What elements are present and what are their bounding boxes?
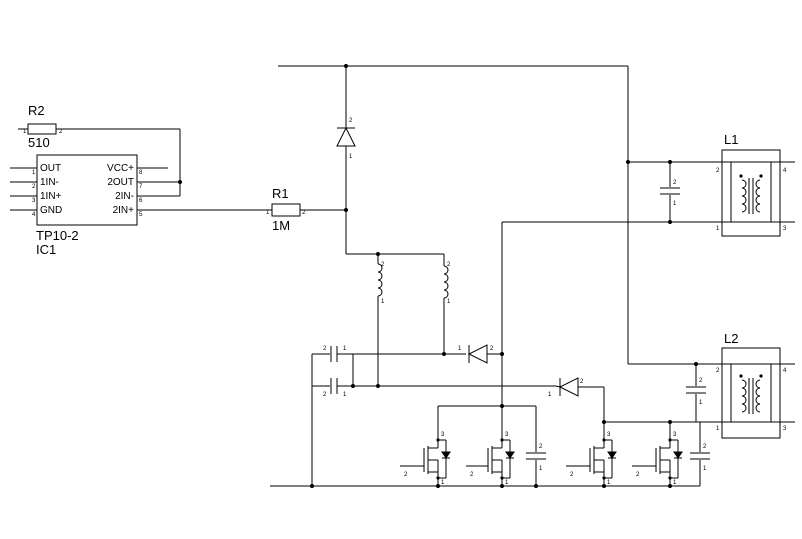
pin-num: 2 bbox=[699, 378, 703, 384]
pin-num: 2 bbox=[539, 444, 543, 450]
pin-num: 2 bbox=[570, 472, 574, 478]
r2-pin-num: 1 bbox=[23, 129, 27, 135]
ic1-pin-num: 7 bbox=[139, 184, 143, 190]
r2-value: 510 bbox=[28, 135, 50, 150]
pin-num: 2 bbox=[447, 262, 451, 268]
ic1: OUT 1IN- 1IN+ GND VCC+ 2OUT 2IN- 2IN+ 1 … bbox=[10, 154, 168, 257]
pin-num: 2 bbox=[716, 168, 720, 174]
pin-num: 1 bbox=[343, 346, 347, 352]
ic1-pin-2out: 2OUT bbox=[107, 177, 134, 188]
ic1-pin-1in-plus: 1IN+ bbox=[40, 191, 62, 202]
r2-body bbox=[27, 123, 57, 135]
pin-num: 1 bbox=[349, 154, 353, 160]
diode-middle: 1 2 bbox=[458, 344, 502, 364]
pin-num: 1 bbox=[716, 226, 720, 232]
inductor-left: 2 1 bbox=[377, 254, 385, 386]
pin-num: 4 bbox=[783, 168, 787, 174]
pin-num: 2 bbox=[703, 444, 707, 450]
mosfet-q3: 3 2 1 bbox=[566, 432, 617, 486]
capacitor-mid: 2 1 bbox=[502, 405, 546, 486]
pin-num: 1 bbox=[716, 426, 720, 432]
l1-frame bbox=[721, 149, 781, 237]
pin-num: 1 bbox=[447, 299, 451, 305]
ic1-pin-num: 1 bbox=[32, 170, 36, 176]
capacitor-lower-left: 2 1 bbox=[323, 378, 347, 398]
pin-num: 2 bbox=[580, 379, 584, 385]
ic1-value: TP10-2 bbox=[36, 228, 79, 243]
pin-num: 1 bbox=[343, 392, 347, 398]
pin-num: 1 bbox=[458, 346, 462, 352]
mosfet-q1: 3 2 1 bbox=[400, 432, 451, 486]
ic1-pin-out: OUT bbox=[40, 163, 61, 174]
pin-num: 2 bbox=[673, 180, 677, 186]
pin-num: 1 bbox=[539, 466, 543, 472]
pin-num: 1 bbox=[673, 201, 677, 207]
pin-num: 2 bbox=[323, 346, 327, 352]
pin-num: 2 bbox=[636, 472, 640, 478]
r2-ref: R2 bbox=[28, 103, 45, 118]
pin-num: 1 bbox=[548, 392, 552, 398]
pin-num: 3 bbox=[441, 432, 445, 438]
resistor-r1: R1 1M 1 2 bbox=[266, 186, 306, 233]
ic1-pin-num: 6 bbox=[139, 198, 143, 204]
ic1-pin-num: 8 bbox=[139, 170, 143, 176]
pin-num: 2 bbox=[323, 392, 327, 398]
ic1-pin-gnd: GND bbox=[40, 205, 62, 216]
r1-value: 1M bbox=[272, 218, 290, 233]
ic1-pin-num: 2 bbox=[32, 184, 36, 190]
ic1-ref: IC1 bbox=[36, 242, 56, 257]
ic1-pin-num: 5 bbox=[139, 212, 143, 218]
ic1-pin-1in-minus: 1IN- bbox=[40, 177, 59, 188]
l1-ref: L1 bbox=[724, 132, 738, 147]
pin-num: 3 bbox=[783, 426, 787, 432]
pin-num: 1 bbox=[673, 480, 677, 486]
capacitor-l2: 2 1 bbox=[686, 364, 706, 422]
pin-num: 1 bbox=[381, 299, 385, 305]
ic1-pin-vcc: VCC+ bbox=[107, 163, 134, 174]
pin-num: 1 bbox=[607, 480, 611, 486]
diode-right: 1 2 bbox=[548, 377, 604, 398]
r1-body bbox=[271, 203, 301, 217]
r1-pin-num: 1 bbox=[266, 210, 270, 216]
ic1-pin-num: 4 bbox=[32, 212, 36, 218]
transformer-l2: L2 2 1 4 3 bbox=[604, 331, 795, 439]
ic1-pin-2in-plus: 2IN+ bbox=[113, 205, 135, 216]
pin-num: 2 bbox=[490, 346, 494, 352]
transformer-l1: L1 2 1 4 3 bbox=[716, 132, 795, 237]
pin-num: 2 bbox=[716, 368, 720, 374]
mosfet-q2: 3 2 1 bbox=[466, 432, 515, 486]
ic1-pin-num: 3 bbox=[32, 198, 36, 204]
r2-pin-num: 2 bbox=[59, 129, 63, 135]
pin-num: 1 bbox=[505, 480, 509, 486]
pin-num: 2 bbox=[381, 262, 385, 268]
inductor-right: 2 1 bbox=[443, 254, 451, 354]
pin-num: 2 bbox=[470, 472, 474, 478]
pin-num: 3 bbox=[783, 226, 787, 232]
mosfet-q4: 3 2 1 bbox=[632, 432, 683, 486]
pin-num: 3 bbox=[673, 432, 677, 438]
pin-num: 2 bbox=[404, 472, 408, 478]
pin-num: 4 bbox=[783, 368, 787, 374]
capacitor-l1: 2 1 bbox=[660, 162, 680, 222]
pin-num: 2 bbox=[349, 118, 353, 124]
pin-num: 1 bbox=[703, 466, 707, 472]
pin-num: 3 bbox=[607, 432, 611, 438]
l2-frame bbox=[721, 347, 781, 439]
capacitor-right: 2 1 bbox=[670, 421, 710, 486]
ic1-pin-2in-minus: 2IN- bbox=[115, 191, 134, 202]
pin-num: 3 bbox=[505, 432, 509, 438]
l2-ref: L2 bbox=[724, 331, 738, 346]
ic1-body bbox=[36, 154, 138, 226]
pin-num: 1 bbox=[441, 480, 445, 486]
r1-pin-num: 2 bbox=[302, 210, 306, 216]
resistor-r2: R2 510 1 2 bbox=[18, 103, 180, 150]
pin-num: 1 bbox=[699, 400, 703, 406]
r1-ref: R1 bbox=[272, 186, 289, 201]
